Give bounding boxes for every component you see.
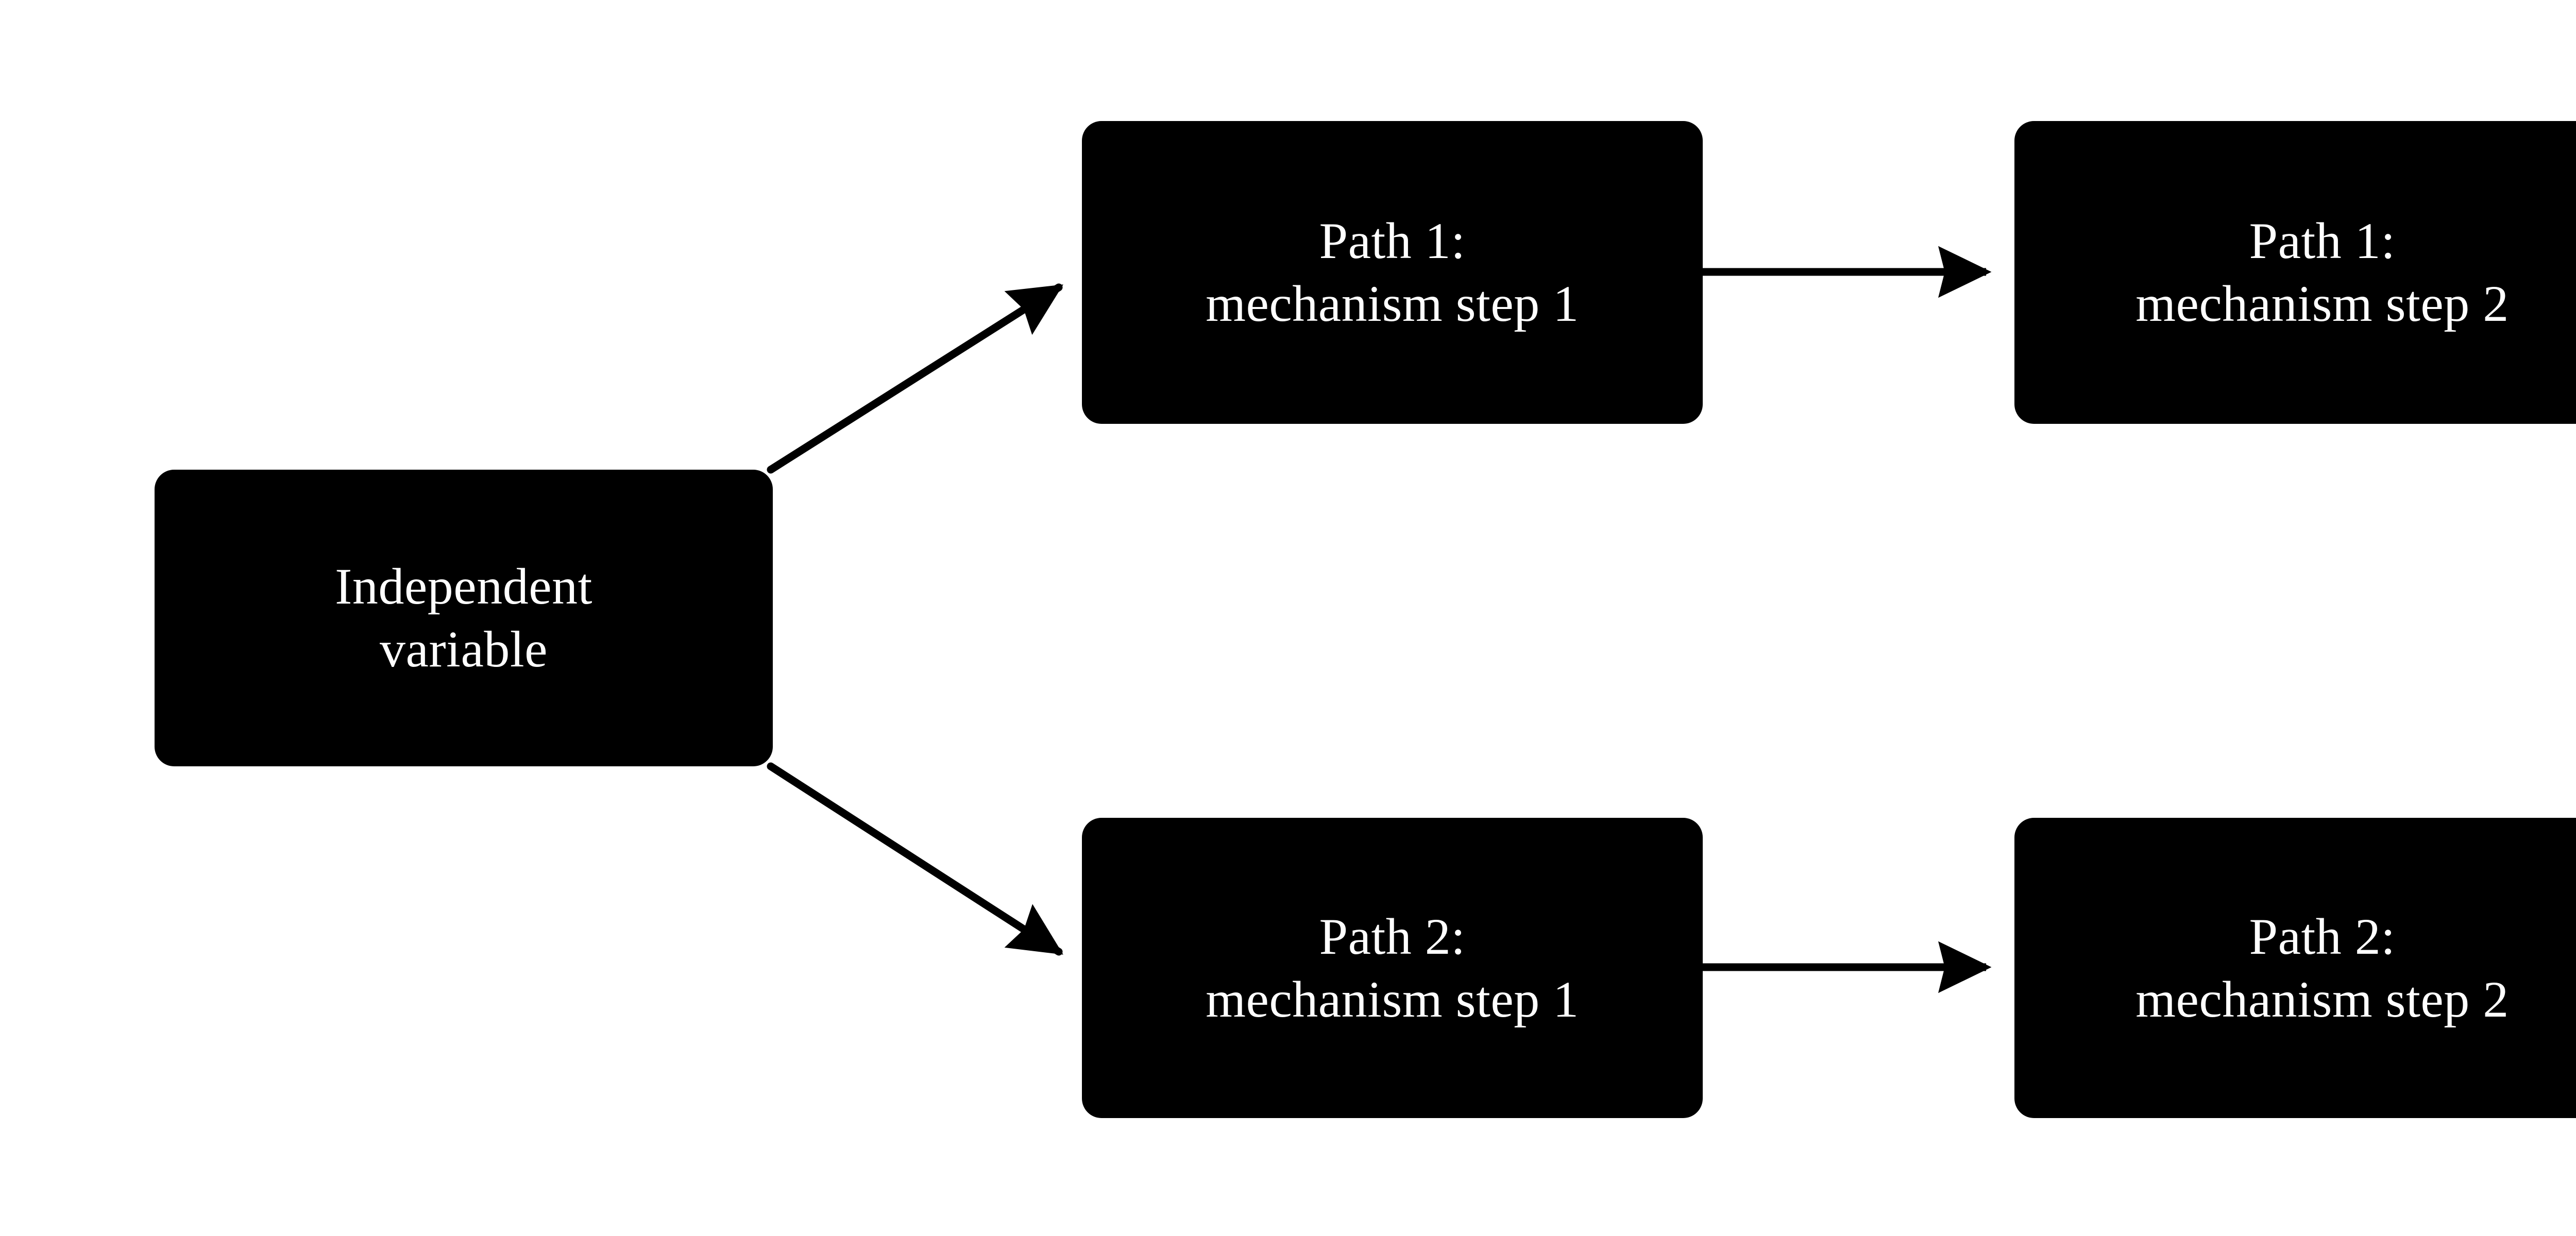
edge-iv-to-path2-step1 [767, 762, 1063, 956]
node-label: Path 2: mechanism step 2 [2136, 907, 2509, 1028]
node-path2-mechanism-step-1[interactable]: Path 2: mechanism step 1 [1082, 818, 1703, 1118]
node-path1-mechanism-step-2[interactable]: Path 1: mechanism step 2 [2014, 121, 2576, 424]
node-label: Path 1: mechanism step 2 [2136, 212, 2509, 332]
node-label: Path 1: mechanism step 1 [1206, 212, 1579, 332]
node-label: Independent variable [335, 558, 592, 678]
edge-iv-to-path1-step1 [767, 283, 1063, 474]
node-path2-mechanism-step-2[interactable]: Path 2: mechanism step 2 [2014, 818, 2576, 1118]
node-path1-mechanism-step-1[interactable]: Path 1: mechanism step 1 [1082, 121, 1703, 424]
node-independent-variable[interactable]: Independent variable [155, 470, 773, 766]
node-label: Path 2: mechanism step 1 [1206, 907, 1579, 1028]
